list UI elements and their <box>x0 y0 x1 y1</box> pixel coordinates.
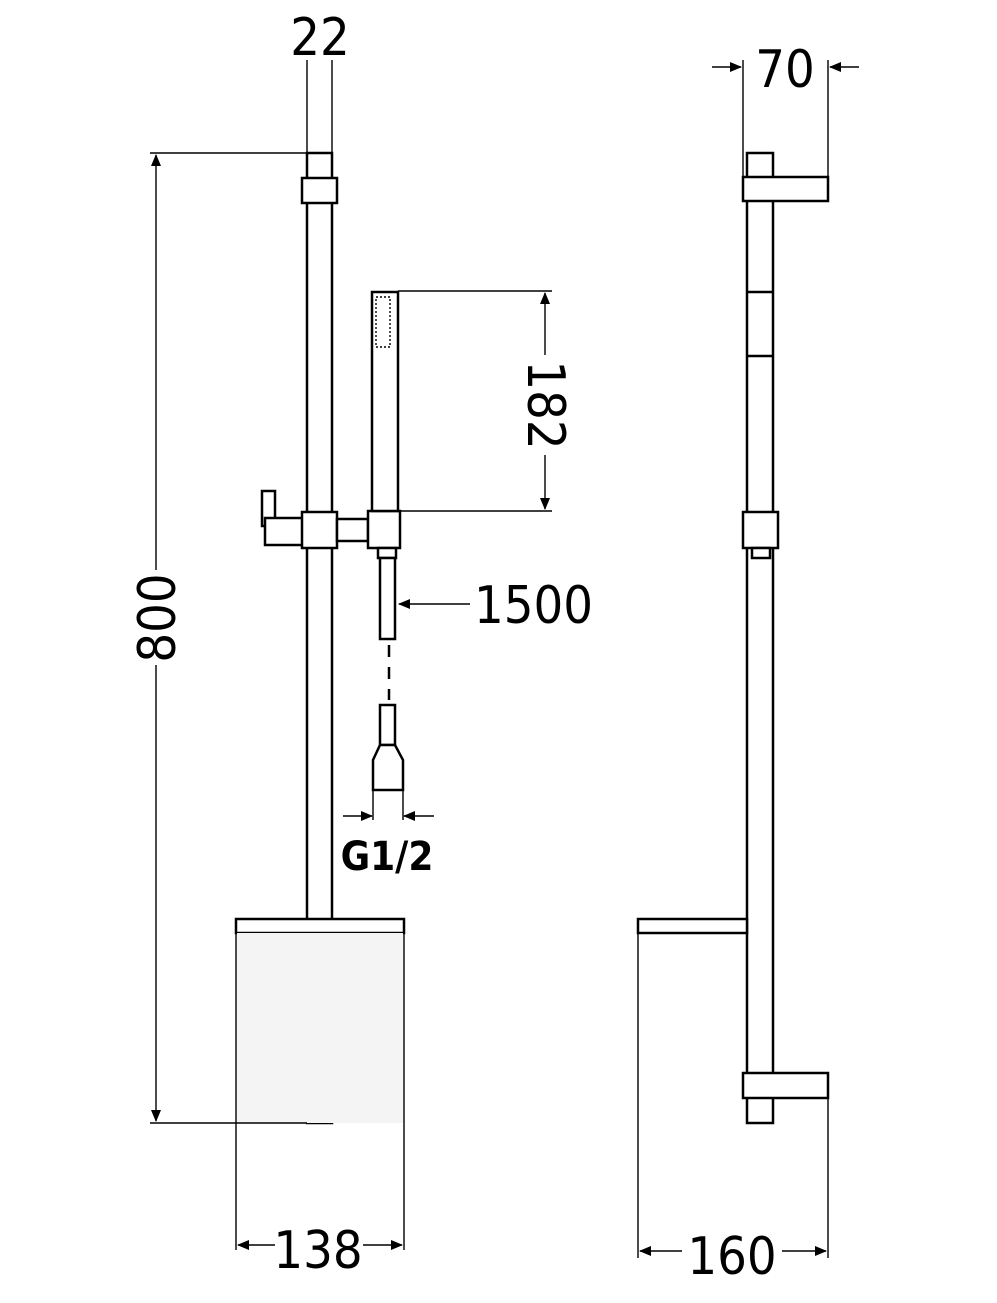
dim-soap-dish-depth-label: 160 <box>687 1227 776 1287</box>
dim-rail-height-label: 800 <box>128 573 188 662</box>
hose-nut <box>371 743 405 792</box>
front-slider-holder <box>260 489 402 550</box>
dim-rail-width: 22 <box>290 8 350 153</box>
dim-rail-height: 800 <box>128 152 307 1124</box>
dim-soap-dish-width-label: 138 <box>273 1221 362 1281</box>
hose-top <box>378 556 397 641</box>
dim-hose-label: 1500 <box>474 576 593 636</box>
side-slider <box>741 510 780 550</box>
side-rail <box>745 151 775 1125</box>
side-bottom-bracket <box>741 1071 830 1100</box>
front-soap-dish <box>234 917 406 1123</box>
side-soap-dish <box>636 917 749 935</box>
dim-bracket-depth: 70 <box>712 40 859 177</box>
dim-bracket-depth-label: 70 <box>755 40 815 100</box>
dim-rail-width-label: 22 <box>290 8 350 68</box>
side-top-bracket <box>741 175 830 203</box>
front-view: 22 800 182 1500 G1/2 <box>128 8 593 1281</box>
dim-thread: G1/2 <box>341 790 434 880</box>
front-top-bracket <box>300 176 339 205</box>
dim-hand-shower-label: 182 <box>515 360 575 449</box>
dim-hand-shower: 182 <box>398 290 575 512</box>
dim-soap-dish-depth: 160 <box>637 933 829 1287</box>
dim-hose: 1500 <box>398 576 593 636</box>
side-view: 70 160 <box>636 40 859 1287</box>
dim-thread-label: G1/2 <box>341 834 434 880</box>
hose-bottom <box>378 703 397 747</box>
hand-shower <box>370 290 405 792</box>
dim-soap-dish-width: 138 <box>235 933 405 1281</box>
